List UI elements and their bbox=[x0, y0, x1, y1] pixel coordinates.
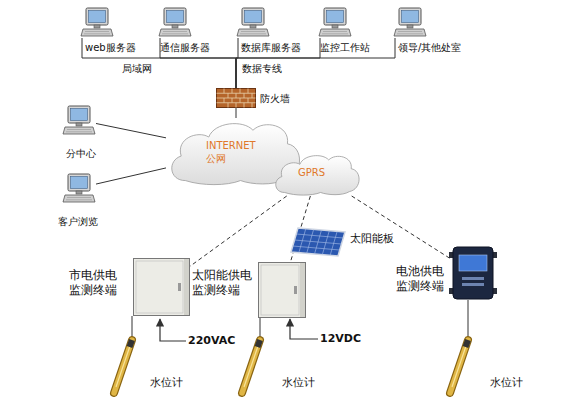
monitor-terminal: 市电供电 监测终端 bbox=[133, 258, 190, 316]
brick-wall bbox=[216, 88, 256, 108]
network-line bbox=[82, 38, 236, 88]
client-computer: 分中心 bbox=[62, 104, 96, 136]
meter-probe bbox=[236, 336, 264, 396]
server-computer: 领导/其他处室 bbox=[393, 6, 427, 38]
node-label: 领导/其他处室 bbox=[398, 42, 461, 55]
water-level-meter: 水位计 bbox=[108, 336, 136, 396]
network-cloud: GPRS bbox=[272, 152, 362, 196]
computer-icon bbox=[62, 104, 96, 136]
power-wire bbox=[290, 319, 318, 339]
network-line bbox=[236, 38, 395, 88]
cabinet-box bbox=[258, 262, 306, 318]
computer-icon bbox=[318, 6, 352, 38]
node-label: 水位计 bbox=[150, 376, 183, 390]
computer-icon bbox=[62, 172, 96, 204]
node-label: 电池供电 监测终端 bbox=[396, 264, 452, 294]
solar-panel-icon bbox=[290, 226, 346, 258]
network-line bbox=[236, 38, 320, 88]
monitor-terminal: 太阳能供电 监测终端 bbox=[258, 262, 306, 318]
network-line bbox=[468, 300, 469, 338]
node-label: 太阳能供电 监测终端 bbox=[192, 268, 260, 298]
node-label: 通信服务器 bbox=[160, 42, 210, 55]
server-computer: 数据库服务器 bbox=[236, 6, 270, 38]
solar-panel: 太阳能板 bbox=[290, 226, 346, 258]
node-label: 市电供电 监测终端 bbox=[69, 268, 129, 298]
power-wire bbox=[160, 319, 186, 341]
wireless-link bbox=[190, 196, 287, 266]
server-computer: 监控工作站 bbox=[318, 6, 352, 38]
network-line bbox=[160, 38, 236, 88]
free-label: 12VDC bbox=[320, 332, 361, 345]
free-label: 局域网 bbox=[122, 63, 152, 75]
node-label: GPRS bbox=[298, 167, 338, 180]
cabinet-box bbox=[133, 258, 190, 316]
free-label: 220VAC bbox=[188, 334, 235, 347]
node-label: 太阳能板 bbox=[350, 232, 394, 246]
free-label: 数据专线 bbox=[242, 63, 282, 75]
network-line bbox=[96, 123, 166, 137]
client-computer: 客户浏览 bbox=[62, 172, 96, 204]
node-label: 监控工作站 bbox=[320, 42, 370, 55]
network-line bbox=[132, 316, 133, 338]
network-line bbox=[96, 168, 166, 184]
node-label: web服务器 bbox=[85, 42, 136, 55]
node-label: 客户浏览 bbox=[58, 216, 98, 229]
computer-icon bbox=[393, 6, 427, 38]
node-label: INTERNET 公网 bbox=[206, 140, 264, 165]
node-label: 水位计 bbox=[282, 376, 315, 390]
server-computer: web服务器 bbox=[80, 6, 114, 38]
node-label: 数据库服务器 bbox=[241, 42, 301, 55]
battery-terminal-device bbox=[452, 246, 494, 300]
firewall-wall: 防火墙 bbox=[216, 88, 256, 108]
meter-probe bbox=[444, 336, 472, 396]
computer-icon bbox=[158, 6, 192, 38]
meter-probe bbox=[108, 336, 136, 396]
node-label: 水位计 bbox=[490, 376, 523, 390]
network-line bbox=[260, 318, 261, 338]
water-level-meter: 水位计 bbox=[444, 336, 472, 396]
network-line bbox=[236, 108, 237, 118]
node-label: 分中心 bbox=[66, 148, 96, 161]
wireless-link bbox=[352, 196, 452, 260]
monitor-terminal: 电池供电 监测终端 bbox=[452, 246, 494, 300]
server-computer: 通信服务器 bbox=[158, 6, 192, 38]
node-label: 防火墙 bbox=[260, 93, 290, 106]
water-level-meter: 水位计 bbox=[236, 336, 264, 396]
computer-icon bbox=[236, 6, 270, 38]
computer-icon bbox=[80, 6, 114, 38]
